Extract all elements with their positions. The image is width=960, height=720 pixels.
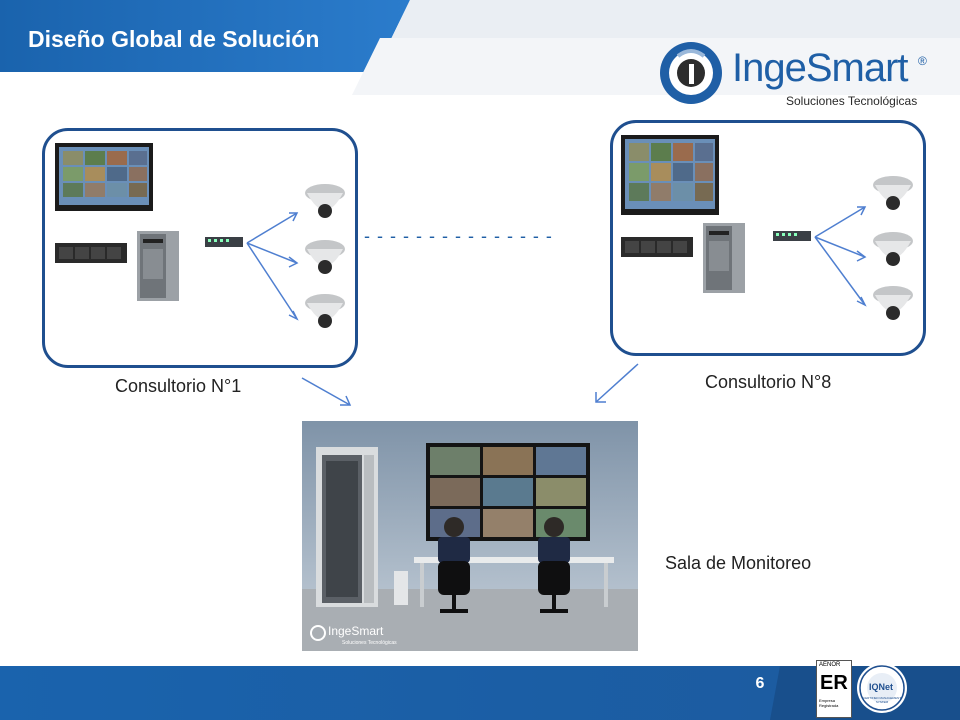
server-rack-icon [316, 447, 378, 607]
dome-camera-icon [873, 176, 913, 210]
dome-camera-icon [873, 286, 913, 320]
ingesmart-watermark-icon [310, 625, 326, 641]
sites-ellipsis: - - - - - - - - - - - - - - - [364, 226, 553, 246]
nvr-recorder-icon [621, 237, 693, 257]
operator-desk-icon [394, 557, 614, 607]
consultorio-8-box [610, 120, 926, 356]
iqnet-label: IQNet [869, 682, 894, 692]
connection-arrows [814, 206, 867, 307]
monitoring-room-photo: IngeSmart Soluciones Tecnológicas [302, 421, 638, 651]
iqnet-badge: IQNet CERTIFIED MANAGEMENT SYSTEM [856, 662, 908, 714]
operator-icon [538, 517, 570, 613]
network-switch-icon [205, 237, 243, 247]
ingesmart-logo-emblem-icon [660, 42, 722, 104]
ingesmart-logo-brand: IngeSmart [732, 46, 909, 90]
server-tower-icon [137, 231, 179, 301]
ingesmart-logo-tagline: Soluciones Tecnológicas [786, 94, 918, 108]
consultorio-8-label: Consultorio N°8 [705, 372, 832, 392]
iqnet-ring-text: CERTIFIED MANAGEMENT SYSTEM [862, 696, 902, 704]
iqnet-seal-icon [857, 663, 907, 713]
ingesmart-logo-registered: ® [918, 54, 927, 68]
monitoring-room-label: Sala de Monitoreo [665, 553, 812, 573]
arrow-consultorio-1-to-room [301, 377, 351, 406]
consultorio-1-equipment [55, 143, 345, 328]
photo-watermark-sub: Soluciones Tecnológicas [342, 640, 397, 646]
operator-icon [438, 517, 470, 613]
page-number: 6 [755, 675, 765, 692]
connection-arrows [246, 212, 299, 321]
server-tower-icon [703, 223, 745, 293]
header-band [0, 0, 960, 95]
dome-camera-icon [305, 240, 345, 274]
consultorio-1-box [42, 128, 358, 368]
consultorio-1-label: Consultorio N°1 [115, 376, 242, 396]
er-sub: Empresa Registrada [819, 698, 839, 708]
nvr-recorder-icon [55, 243, 127, 263]
slide-title: Diseño Global de Solución [28, 26, 320, 52]
monitoring-room-illustration [302, 421, 638, 651]
dome-camera-icon [305, 184, 345, 218]
arrow-consultorio-8-to-room [595, 363, 639, 403]
aenor-label: AENOR [819, 662, 841, 668]
er-mark: ER [820, 672, 848, 694]
photo-watermark-brand: IngeSmart [328, 624, 384, 638]
ingesmart-logo: IngeSmart ® Soluciones Tecnológicas [656, 34, 936, 114]
aenor-badge: AENOR ER Empresa Registrada [816, 660, 852, 718]
dome-camera-icon [873, 232, 913, 266]
dome-camera-icon [305, 294, 345, 328]
video-wall-monitor-icon [55, 143, 153, 211]
iso-certification-text: ISO 9001:2008 [815, 640, 904, 655]
consultorio-8-equipment [621, 135, 913, 320]
network-switch-icon [773, 231, 811, 241]
video-wall-monitor-icon [621, 135, 719, 215]
